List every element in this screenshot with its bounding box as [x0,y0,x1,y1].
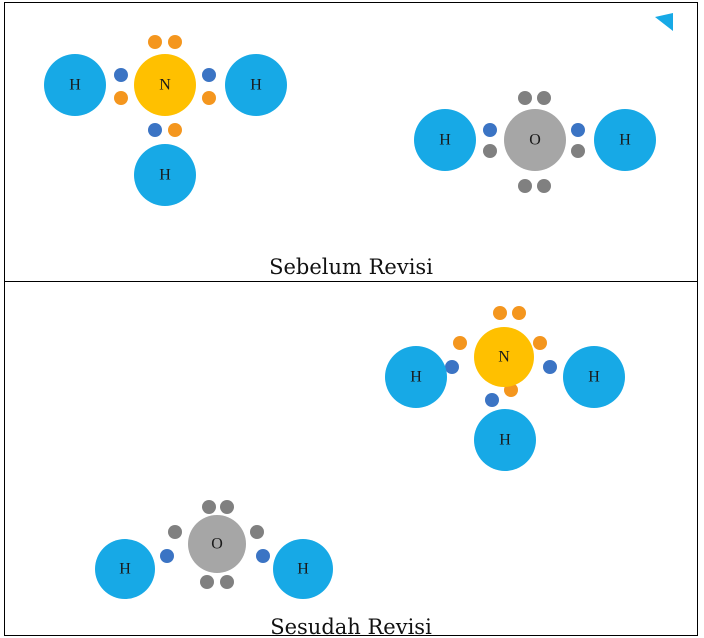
oxygen-atom [188,515,246,573]
panel-before: H H H N H H [5,3,697,282]
hydrogen-atom [95,539,155,599]
electron-dot [160,549,174,563]
electron-dot [114,91,128,105]
hydrogen-atom [273,539,333,599]
atom-label: H [250,77,262,94]
hydrogen-atom [563,346,625,408]
electron-dot [543,360,557,374]
atom-label: H [297,561,309,578]
electron-dot [483,144,497,158]
electron-dot [493,306,507,320]
atom-label: H [619,132,631,149]
hydrogen-atom [594,109,656,171]
corner-shape-fragment [655,13,673,31]
ammonia-molecule: H H H N [385,306,625,471]
comparison-table: H H H N H H [4,2,698,636]
electron-dot [168,35,182,49]
electron-dot [148,123,162,137]
hydrogen-atom [474,409,536,471]
electron-dot [571,123,585,137]
electron-dot [202,68,216,82]
hydrogen-atom [385,346,447,408]
electron-dot [148,35,162,49]
atom-label: N [159,77,171,94]
electron-dot [256,549,270,563]
caption-before: Sebelum Revisi [269,255,433,279]
electron-dot [537,91,551,105]
hydrogen-atom [225,54,287,116]
electron-dot [200,575,214,589]
electron-dot [202,500,216,514]
hydrogen-atom [134,144,196,206]
electron-dot [485,393,499,407]
electron-dot [220,500,234,514]
electron-dot [512,306,526,320]
electron-dot [114,68,128,82]
atom-label: N [498,349,510,366]
atom-label: H [588,369,600,386]
panel-after: H H H N H H [5,282,697,635]
electron-dot [518,91,532,105]
atom-label: O [211,536,223,553]
electron-dot [250,525,264,539]
electron-dot [168,525,182,539]
electron-dot [518,179,532,193]
water-molecule: H H O [414,91,656,193]
after-diagram: H H H N H H [95,306,625,599]
water-molecule: H H O [95,500,333,599]
atom-label: H [439,132,451,149]
caption-after: Sesudah Revisi [270,615,432,635]
atom-label: H [119,561,131,578]
atom-label: H [159,167,171,184]
atom-label: H [69,77,81,94]
electron-dot [220,575,234,589]
electron-dot [483,123,497,137]
before-diagram: H H H N H H [44,13,673,206]
electron-dot [571,144,585,158]
nitrogen-atom [134,54,196,116]
atom-label: O [529,132,541,149]
electron-dot [445,360,459,374]
ammonia-molecule: H H H N [44,35,287,206]
electron-dot [202,91,216,105]
nitrogen-atom [474,327,534,387]
electron-dot [453,336,467,350]
oxygen-atom [504,109,566,171]
atom-label: H [499,432,511,449]
electron-dot [533,336,547,350]
electron-dot [168,123,182,137]
hydrogen-atom [44,54,106,116]
hydrogen-atom [414,109,476,171]
atom-label: H [410,369,422,386]
electron-dot [537,179,551,193]
